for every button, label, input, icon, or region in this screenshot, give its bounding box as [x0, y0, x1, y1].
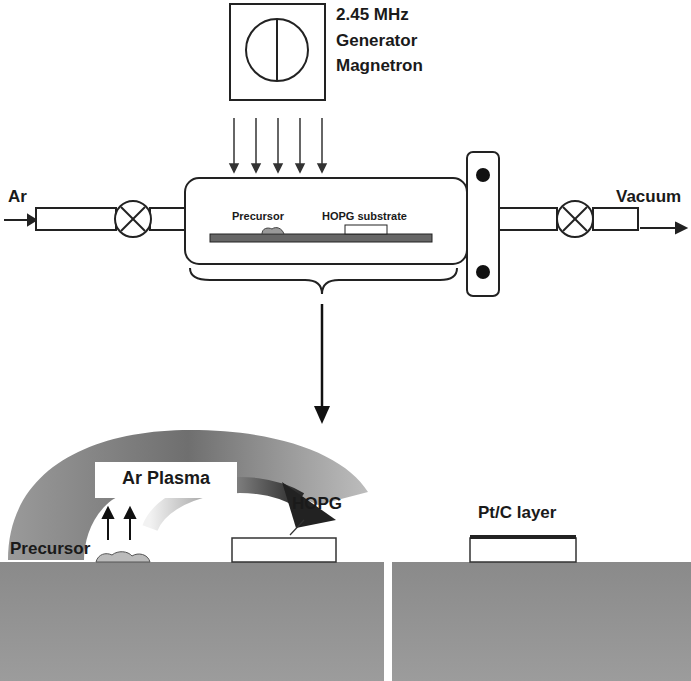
gas-inlet: [4, 201, 186, 237]
substrate-holder: [0, 562, 384, 681]
part-label: Precursor: [10, 536, 90, 562]
leader-line: [290, 520, 304, 535]
zoom-arrow: [314, 304, 330, 424]
part-label: HOPG substrate: [322, 210, 407, 223]
plasma-label: Ar Plasma: [100, 465, 232, 492]
label-patch: [95, 462, 237, 498]
reaction-chamber: [185, 178, 467, 264]
substrate-holder: [392, 562, 691, 681]
pt-c-layer: [470, 535, 576, 539]
part-label: HOPG: [292, 494, 342, 514]
brace: [190, 268, 457, 294]
evaporation-arrows: [103, 508, 135, 540]
outlet-label: Vacuum: [616, 184, 681, 210]
flange: [467, 152, 499, 296]
hopg-substrate: [232, 538, 336, 562]
hopg-substrate: [470, 538, 576, 562]
part-label: Precursor: [232, 210, 284, 223]
precursor-blob: [96, 552, 150, 562]
magnetron-symbol: [230, 4, 325, 100]
microwave-arrows: [230, 118, 326, 172]
vacuum-outlet: [499, 201, 686, 237]
generator-label: 2.45 MHz Generator Magnetron: [336, 2, 446, 79]
part-label: Pt/C layer: [478, 500, 556, 526]
inlet-label: Ar: [8, 184, 27, 210]
